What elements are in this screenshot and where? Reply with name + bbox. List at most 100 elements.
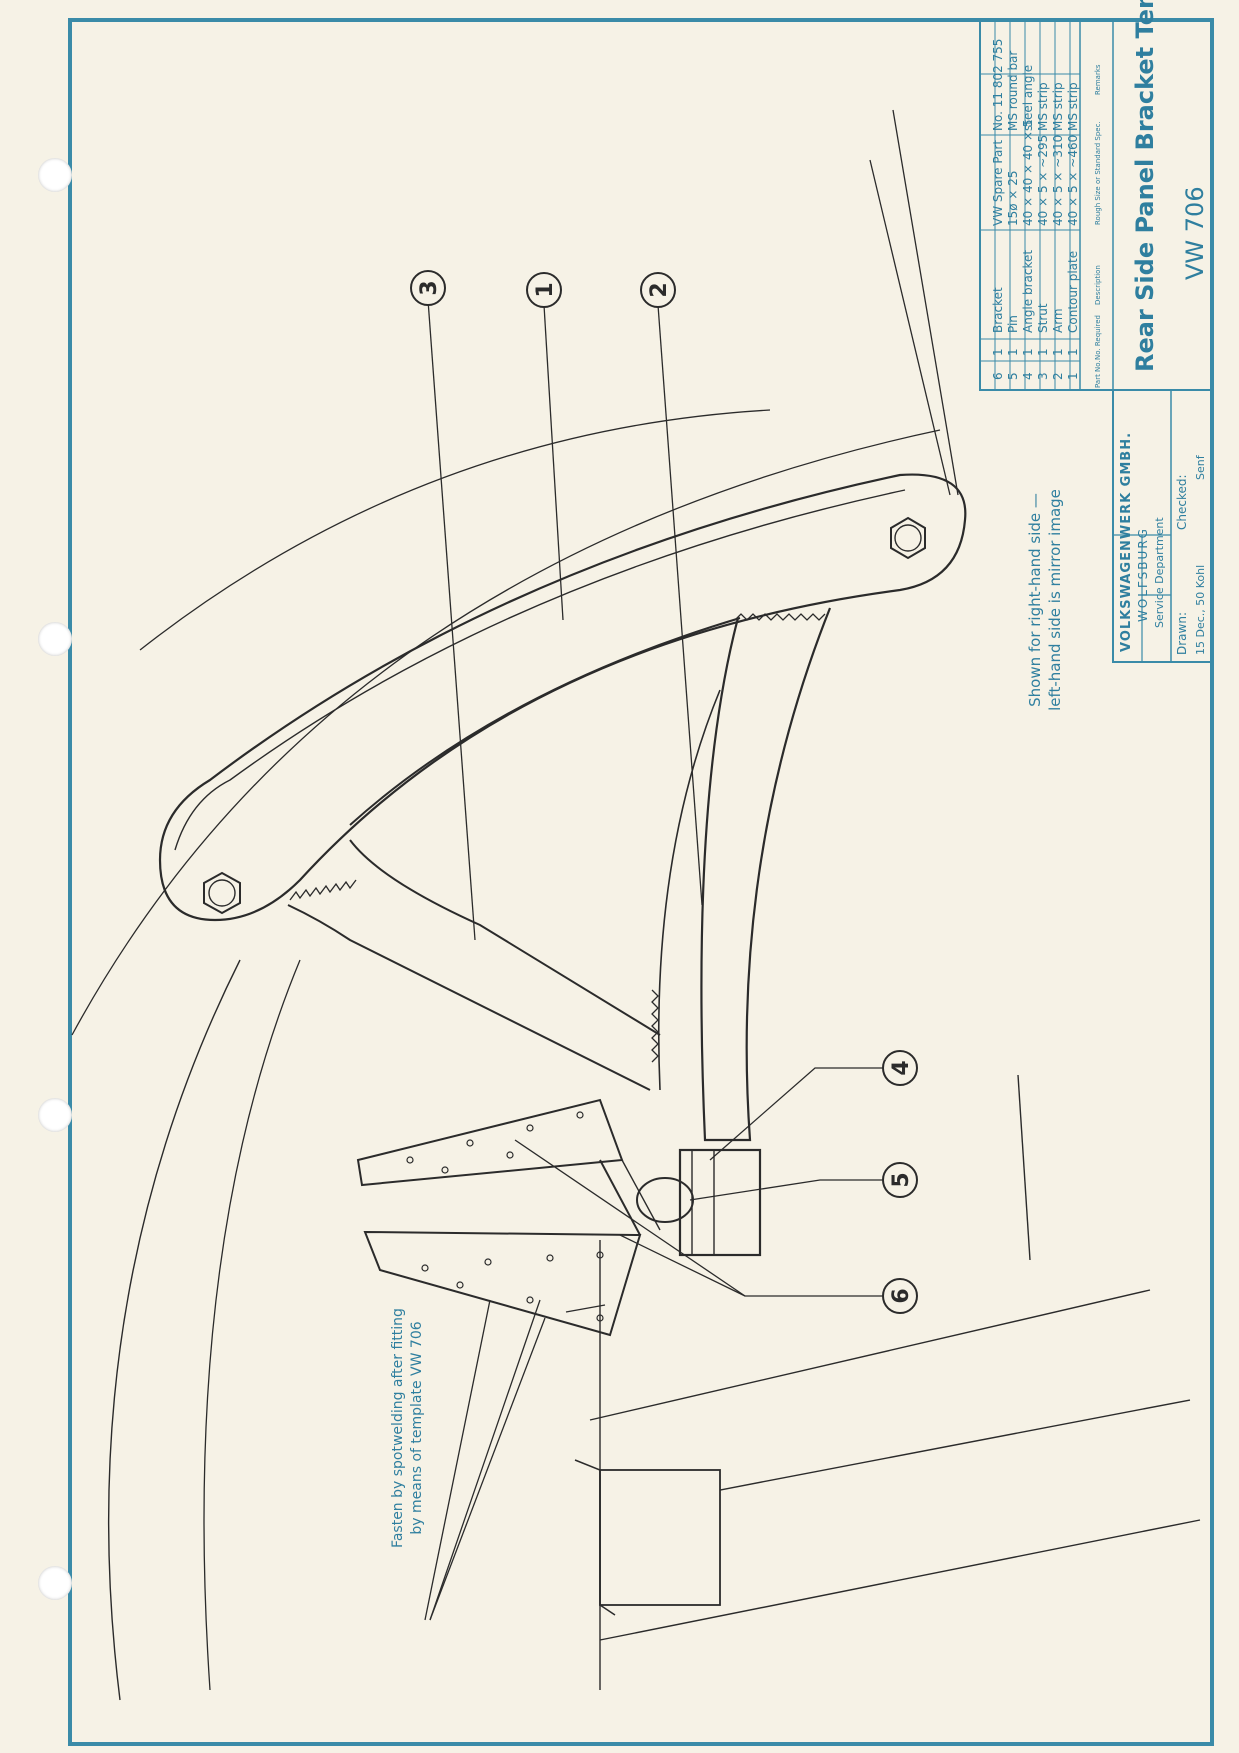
callout-leaders [424,299,883,1621]
drawing-title: Rear Side Panel Bracket Template [1131,0,1159,372]
title-block [979,19,1213,663]
svg-text:1: 1 [1051,348,1065,356]
floor-line-2 [719,1399,1191,1491]
fasten-note-line1: Fasten by spotwelding after fitting [390,1308,406,1548]
floor-line-3 [599,1519,1201,1641]
svg-text:1: 1 [991,348,1005,356]
drawn-value: 15 Dec., 50 Kohl [1194,565,1207,655]
callout-6: 6 [882,1278,918,1314]
callout-1: 1 [526,272,562,308]
parts-row-3: 3 1 Strut 40 × 5 × ~295 MS strip [1036,82,1050,380]
parts-row-6: 6 1 Bracket VW Spare Part No. 11 802 755 [991,39,1005,380]
svg-text:5: 5 [1006,372,1020,380]
company-city: WOLFSBURG [1136,527,1150,622]
strut-part-3 [287,904,651,1091]
body-contour-inner [139,409,771,651]
svg-text:40 × 5 × ~460: 40 × 5 × ~460 [1066,135,1080,226]
svg-text:Rough Size or Standard Spec.: Rough Size or Standard Spec. [1094,121,1102,225]
fasten-note: Fasten by spotwelding after fitting by m… [390,1308,425,1548]
svg-text:3: 3 [1036,372,1050,380]
bolt-upper [890,516,926,560]
angle-bracket-part-4 [678,1148,762,1257]
fender-edge-1 [892,109,959,496]
svg-text:Strut: Strut [1036,303,1050,333]
callout-2-label: 2 [647,282,672,297]
callout-3-label: 3 [417,280,442,295]
body-contour-outer [71,429,941,1036]
vertical-member [1017,1074,1031,1261]
callout-4: 4 [882,1050,918,1086]
callout-3: 3 [410,270,446,306]
drawing-border [68,18,1214,1746]
svg-text:No. 11 802 755: No. 11 802 755 [991,39,1005,131]
svg-text:MS strip: MS strip [1066,82,1080,131]
block [599,1469,721,1606]
callout-4-label: 4 [889,1060,914,1075]
checked-value: Senf [1194,454,1207,480]
parts-row-5: 5 1 Pin 15ø × 25 MS round bar [1006,51,1020,380]
company-block: VOLKSWAGENWERK GMBH. WOLFSBURG Service D… [1119,432,1207,655]
orientation-note-line2: left-hand side is mirror image [1046,489,1064,711]
orientation-note: Shown for right-hand side — left-hand si… [1026,489,1064,711]
svg-text:2: 2 [1051,372,1065,380]
parts-list-headers: Part No. No. Required Description Rough … [1094,64,1102,388]
weld-upper [734,613,826,621]
parts-row-1: 1 1 Contour plate 40 × 5 × ~460 MS strip [1066,82,1080,380]
svg-text:40 × 5 × ~295: 40 × 5 × ~295 [1036,135,1050,226]
drawing-number: VW 706 [1181,186,1209,280]
svg-text:15ø × 25: 15ø × 25 [1006,170,1020,226]
bolt-lower [203,871,241,915]
svg-text:1: 1 [1036,348,1050,356]
spotweld-holes [406,1111,604,1322]
svg-text:MS strip: MS strip [1036,82,1050,131]
svg-text:Contour plate: Contour plate [1066,251,1080,333]
svg-text:steel angle: steel angle [1021,65,1035,131]
svg-text:MS round bar: MS round bar [1006,51,1020,131]
svg-text:Remarks: Remarks [1094,64,1102,95]
fasten-note-line2: by means of template VW 706 [409,1321,425,1534]
svg-text:MS strip: MS strip [1051,82,1065,131]
callout-5-label: 5 [889,1172,914,1187]
svg-text:Part No.: Part No. [1094,360,1102,388]
contour-plate-edge [174,489,906,851]
strut-part-3-upper [349,839,661,1036]
wheel-arch-line [107,959,241,1701]
orientation-note-line1: Shown for right-hand side — [1026,493,1044,707]
wheel-arch-line-2 [203,959,301,1691]
parts-list: 6 1 Bracket VW Spare Part No. 11 802 755… [991,39,1102,388]
floor-line-1 [589,1289,1151,1421]
svg-text:Bracket: Bracket [991,287,1005,333]
company-name: VOLKSWAGENWERK GMBH. [1119,432,1134,652]
svg-text:Arm: Arm [1051,308,1065,333]
cross-member [349,617,741,826]
bracket-part-6-lower [363,1230,642,1337]
company-department: Service Department [1153,517,1166,628]
callout-2: 2 [640,272,676,308]
pin-part-5 [636,1177,694,1223]
svg-text:1: 1 [1066,372,1080,380]
callout-6-label: 6 [889,1288,914,1303]
arm-part-2 [700,607,832,1142]
svg-text:Description: Description [1094,265,1102,305]
svg-text:4: 4 [1021,372,1035,380]
parts-row-2: 2 1 Arm 40 × 5 × ~310 MS strip [1051,82,1065,380]
svg-text:40 × 40 × 40 × 5: 40 × 40 × 40 × 5 [1021,120,1035,227]
svg-text:1: 1 [1006,348,1020,356]
checked-label: Checked: [1175,474,1189,530]
fender-edge-2 [869,159,951,496]
svg-text:Angle bracket: Angle bracket [1021,250,1035,333]
punch-hole-1 [38,158,72,192]
svg-text:Pin: Pin [1006,315,1020,333]
weld-vertical [651,989,659,1063]
parts-row-4: 4 1 Angle bracket 40 × 40 × 40 × 5 steel… [1021,65,1035,380]
punch-hole-2 [38,622,72,656]
svg-text:6: 6 [991,372,1005,380]
weld-left [289,879,357,901]
arm-inner [657,689,721,1091]
svg-text:40 × 5 × ~310: 40 × 5 × ~310 [1051,135,1065,226]
callout-5: 5 [882,1162,918,1198]
drawn-label: Drawn: [1175,612,1189,655]
contour-plate [158,473,967,922]
callout-1-label: 1 [533,282,558,297]
